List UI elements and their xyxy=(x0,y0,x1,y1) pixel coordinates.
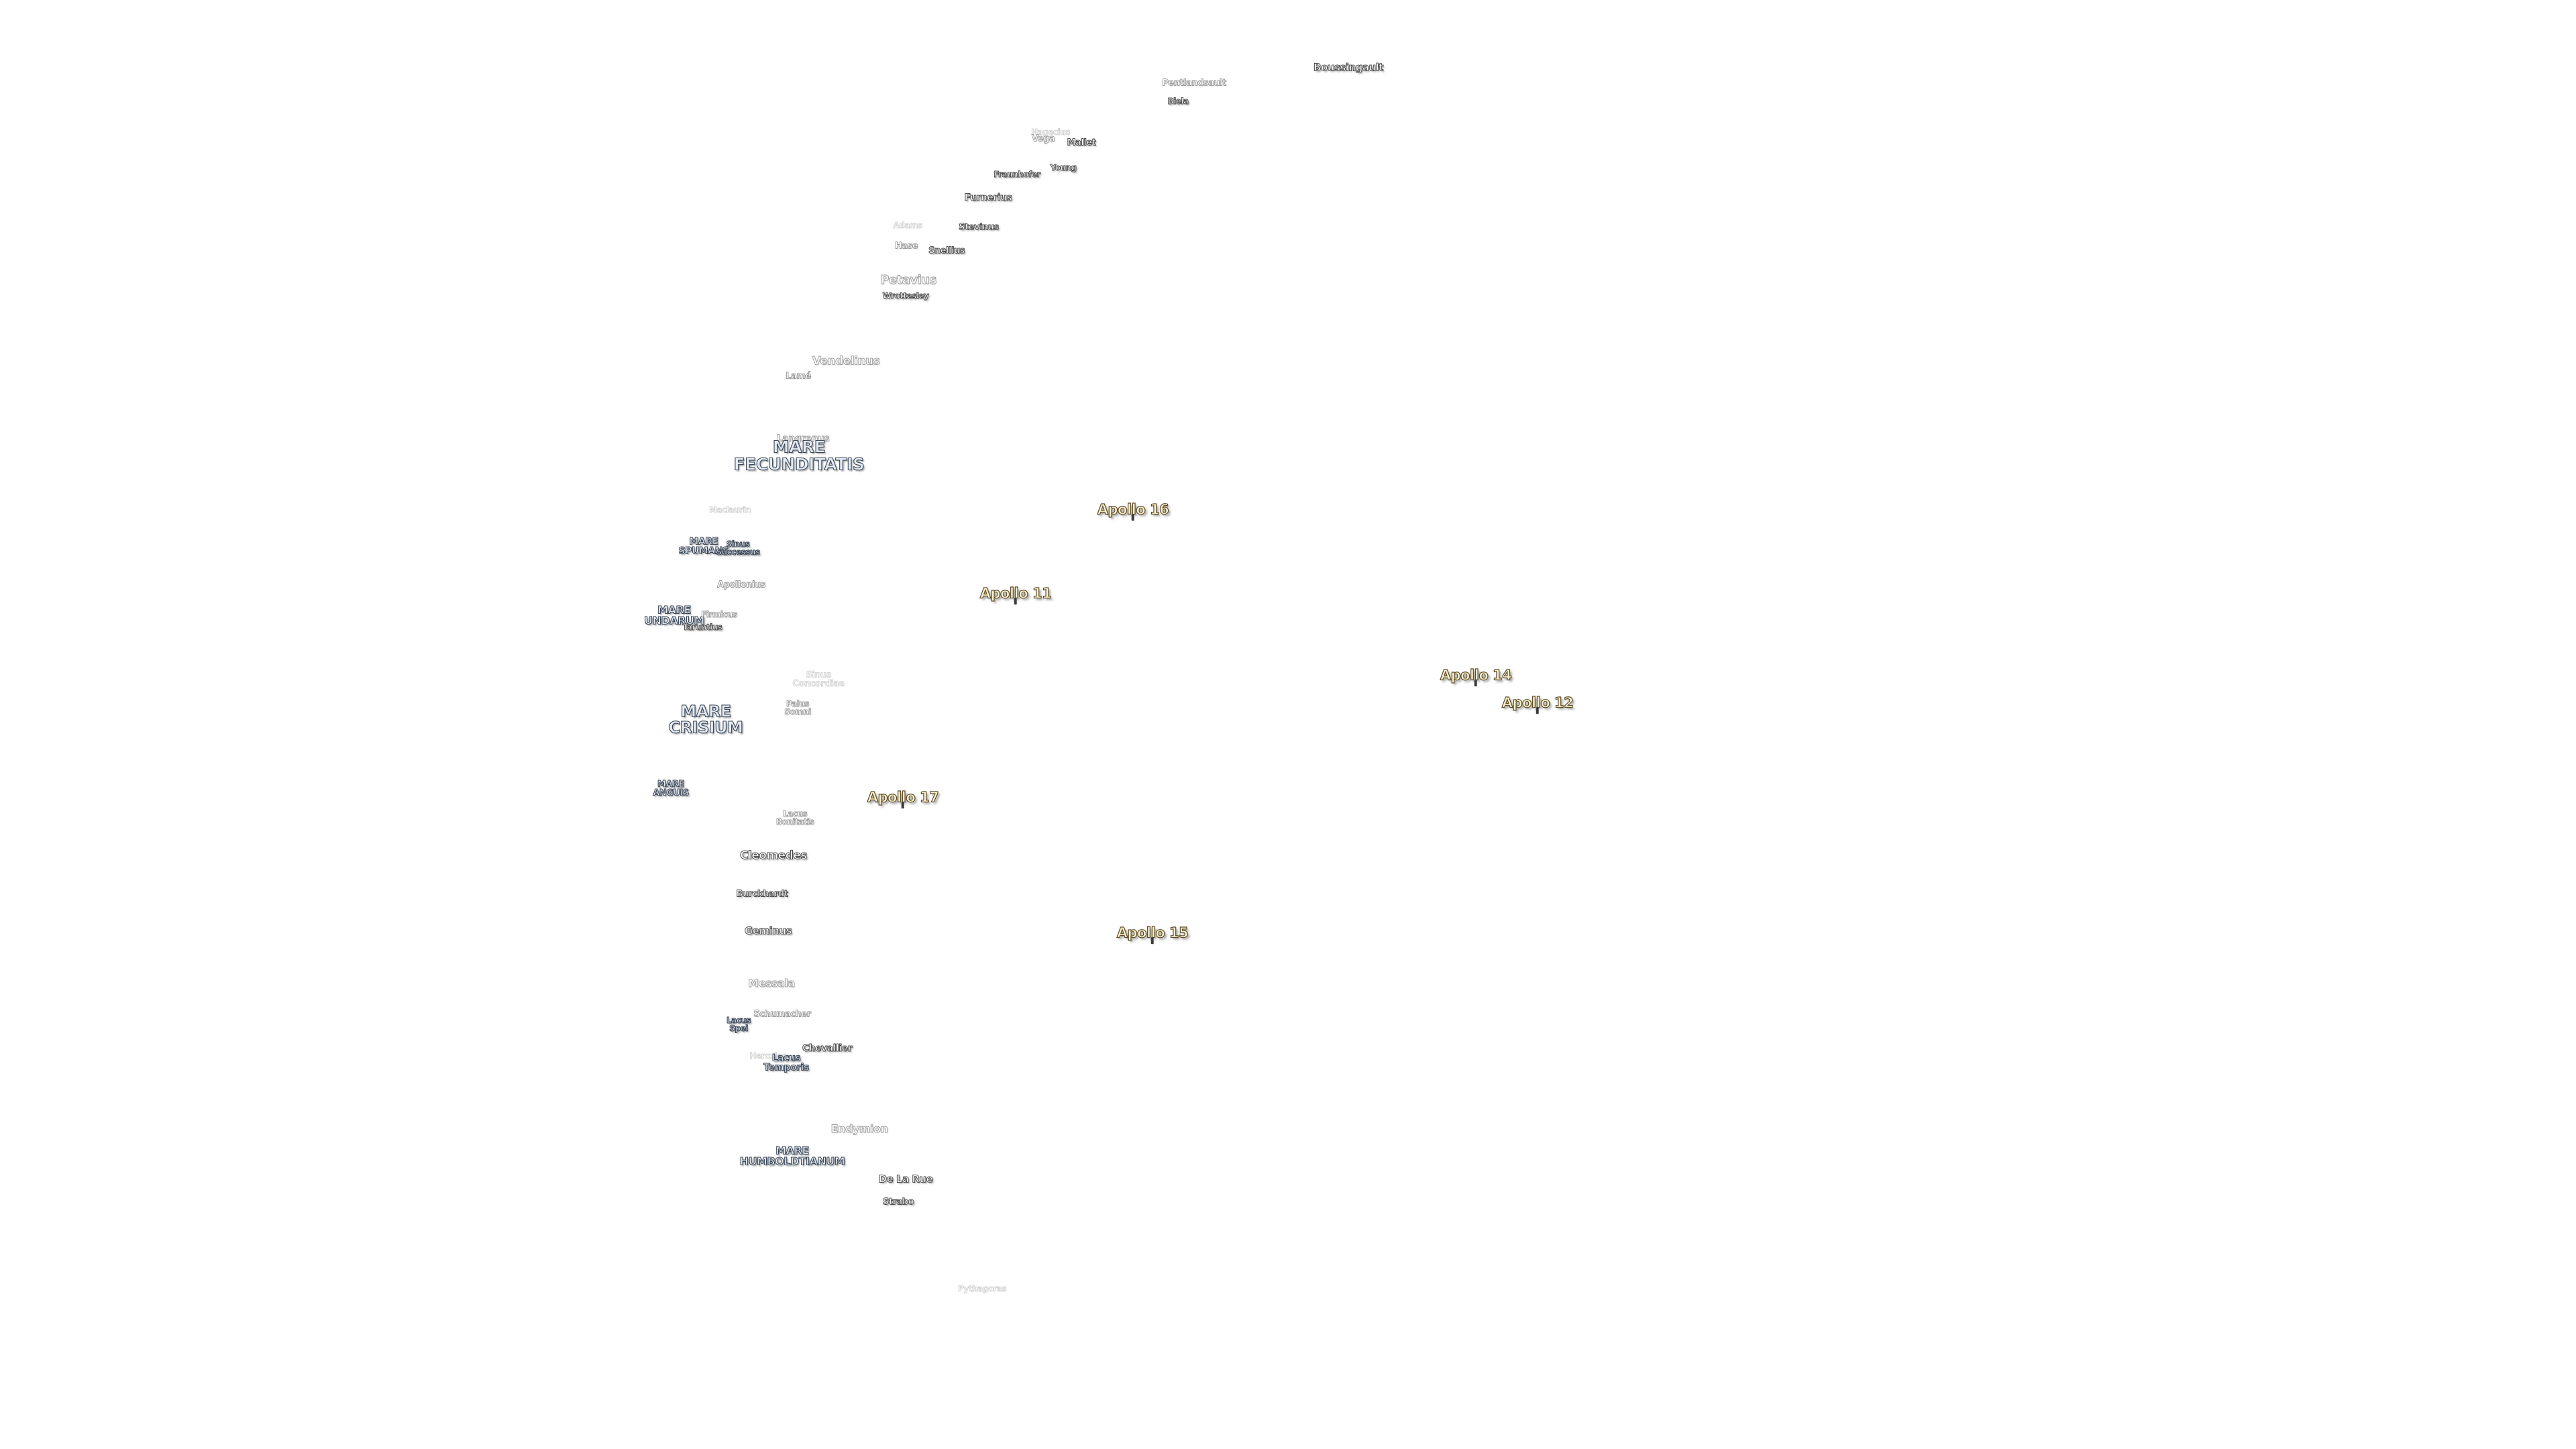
label-burckhardt[interactable]: Burckhardt xyxy=(736,889,788,900)
label-biela[interactable]: Biela xyxy=(1167,96,1189,106)
label-lacus-temporis[interactable]: Lacus Temporis xyxy=(763,1053,810,1073)
label-petavius[interactable]: Petavius xyxy=(880,272,937,287)
label-hagecius[interactable]: Hagecius xyxy=(1031,127,1071,137)
label-strabo[interactable]: Strabo xyxy=(883,1197,915,1208)
label-mare-undarum[interactable]: MARE UNDARUM xyxy=(644,603,705,627)
label-furnerius[interactable]: Furnerius xyxy=(964,192,1012,203)
label-mare-anguis[interactable]: MARE ANGUIS xyxy=(653,779,690,798)
label-pentland[interactable]: Pentlandsault xyxy=(1162,78,1227,89)
label-apollo-15[interactable]: Apollo 15 xyxy=(1116,924,1189,945)
label-vendelinus[interactable]: Vendelinus xyxy=(812,354,880,368)
label-mallet[interactable]: Mallet xyxy=(1067,138,1096,148)
label-firmicus[interactable]: Firmicus xyxy=(701,609,738,619)
label-endymion[interactable]: Endymion xyxy=(830,1122,888,1135)
label-maclaurin[interactable]: Maclaurin xyxy=(709,504,751,515)
label-langrenus[interactable]: Langrenus xyxy=(776,433,830,444)
label-taruntius[interactable]: Taruntius xyxy=(682,622,722,632)
label-cleomedes[interactable]: Cleomedes xyxy=(739,849,808,863)
label-young[interactable]: Young xyxy=(1050,162,1077,172)
label-mare-humboldtianum[interactable]: MARE HUMBOLDTIANUM xyxy=(739,1144,845,1168)
label-sinus-concordiae[interactable]: Sinus Concordiae xyxy=(792,669,845,689)
label-de-la-rue[interactable]: De La Rue xyxy=(878,1173,933,1185)
label-apollo-17[interactable]: Apollo 17 xyxy=(867,789,939,810)
label-vega[interactable]: Vega xyxy=(1031,133,1055,144)
label-fraunhofer[interactable]: Fraunhofer xyxy=(994,169,1041,179)
label-mare-spumans[interactable]: MARE SPUMANS xyxy=(678,536,729,557)
label-apollo-14[interactable]: Apollo 14 xyxy=(1440,667,1512,688)
label-schumacher[interactable]: Schumacher xyxy=(753,1009,811,1020)
label-sinus-successus[interactable]: Sinus Successus xyxy=(716,539,761,557)
label-mare-fecunditatis[interactable]: MARE FECUNDITATIS xyxy=(733,437,865,474)
label-apollo-11[interactable]: Apollo 11 xyxy=(979,585,1052,606)
label-stevinus[interactable]: Stevinus xyxy=(959,222,1000,233)
label-lame[interactable]: Lamé xyxy=(786,371,812,382)
label-lacus-spei[interactable]: Lacus Spei xyxy=(726,1015,751,1033)
label-lacus-bonitatis[interactable]: Lacus Bonitatis xyxy=(775,808,814,826)
label-mare-crisium[interactable]: MARE CRISIUM xyxy=(668,702,744,737)
label-wrottesley[interactable]: Wrottesley xyxy=(882,290,930,301)
label-snellius[interactable]: Snellius xyxy=(928,246,965,256)
label-geminus[interactable]: Geminus xyxy=(744,924,792,937)
label-palus-somni[interactable]: Palus Somni xyxy=(784,698,812,716)
label-messala[interactable]: Messala xyxy=(748,976,796,989)
label-hase[interactable]: Hase xyxy=(894,241,918,252)
label-adams[interactable]: Adams xyxy=(893,220,922,230)
label-pythagoras[interactable]: Pythagoras xyxy=(957,1283,1007,1293)
label-apollo-16[interactable]: Apollo 16 xyxy=(1097,501,1169,522)
label-hercules[interactable]: Hercules xyxy=(749,1051,787,1061)
label-apollonius[interactable]: Apollonius xyxy=(717,580,766,590)
label-boussingault[interactable]: Boussingault xyxy=(1313,61,1384,74)
label-apollo-12[interactable]: Apollo 12 xyxy=(1501,694,1574,715)
label-chevallier[interactable]: Chevallier xyxy=(802,1042,853,1054)
